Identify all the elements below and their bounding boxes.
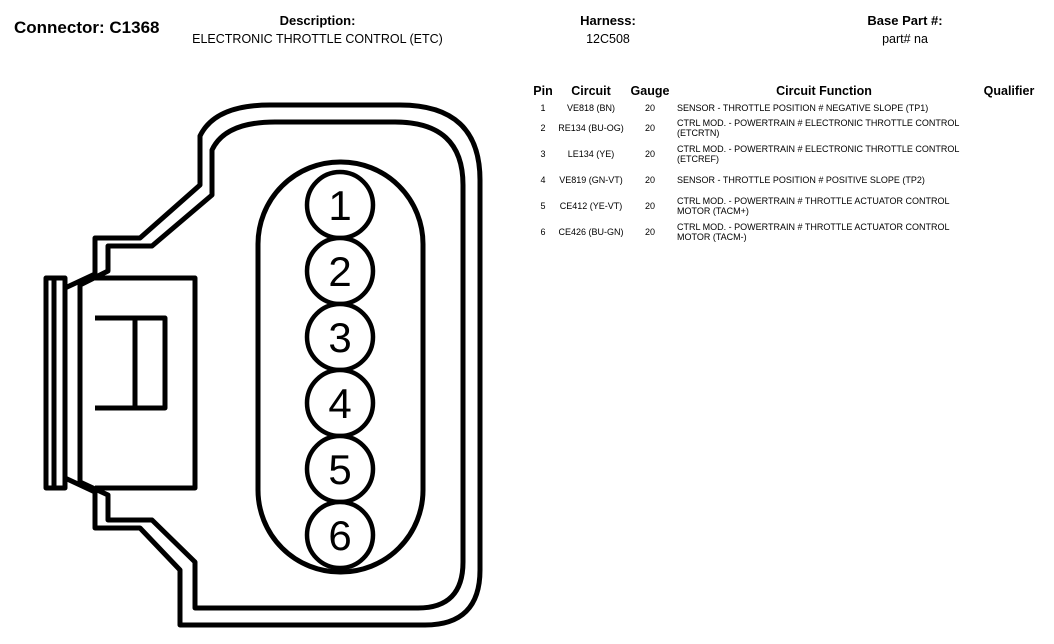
function-cell: CTRL MOD. - POWERTRAIN # THROTTLE ACTUAT… [677, 196, 950, 216]
harness-block: Harness: 12C508 [548, 12, 668, 48]
column-header-pin: Pin [533, 84, 553, 98]
circuit-cell: CE412 (YE-VT) [559, 201, 623, 211]
connector-pin-number: 5 [328, 446, 351, 493]
column-header-qualifier: Qualifier [983, 84, 1035, 98]
base-part-block: Base Part #: part# na [835, 12, 975, 48]
connector-pin-2: 2 [304, 235, 376, 307]
gauge-cell: 20 [644, 201, 655, 211]
connector-housing-inner [77, 119, 466, 611]
pin-cell: 6 [540, 227, 546, 237]
qualifier-cell [974, 167, 1044, 193]
connector-face-diagram: 1 2 3 4 5 6 [43, 102, 483, 628]
connector-pin-number: 1 [328, 182, 351, 229]
description-block: Description: ELECTRONIC THROTTLE CONTROL… [170, 12, 465, 48]
gauge-cell: 20 [644, 149, 655, 159]
gauge-cell: 20 [644, 123, 655, 133]
circuit-cell: VE818 (BN) [566, 102, 616, 113]
qualifier-cell [974, 193, 1044, 219]
pin-cell: 4 [540, 175, 546, 185]
connector-pin-1: 1 [304, 169, 376, 241]
connector-housing-outer [62, 102, 483, 628]
connector-latch-outer [43, 275, 68, 491]
connector-latch-body [95, 275, 198, 491]
connector-pin-3: 3 [304, 301, 376, 373]
pin-table: Pin Circuit Gauge Circuit Function Quali… [530, 82, 1044, 245]
pin-circles: 1 2 3 4 5 6 [304, 169, 376, 571]
table-row: 6 CE426 (BU-GN) 20 CTRL MOD. - POWERTRAI… [530, 219, 1044, 245]
column-header-circuit: Circuit [571, 84, 611, 98]
connector-pin-5: 5 [304, 433, 376, 505]
qualifier-cell [974, 100, 1044, 115]
function-cell: CTRL MOD. - POWERTRAIN # ELECTRONIC THRO… [677, 144, 960, 164]
description-value: ELECTRONIC THROTTLE CONTROL (ETC) [192, 32, 443, 46]
gauge-cell: 20 [644, 175, 655, 185]
pin-cell: 1 [540, 102, 546, 113]
qualifier-cell [974, 219, 1044, 245]
table-header-row: Pin Circuit Gauge Circuit Function Quali… [530, 82, 1044, 100]
description-label: Description: [279, 13, 356, 28]
connector-latch-window [95, 315, 168, 411]
connector-pin-number: 2 [328, 248, 351, 295]
connector-pin-6: 6 [304, 499, 376, 571]
column-header-circuit-function: Circuit Function [776, 84, 872, 98]
pin-cell: 3 [540, 149, 546, 159]
base-part-label: Base Part #: [867, 13, 943, 28]
circuit-cell: VE819 (GN-VT) [559, 175, 623, 185]
gauge-cell: 20 [644, 227, 655, 237]
function-cell: CTRL MOD. - POWERTRAIN # THROTTLE ACTUAT… [677, 222, 950, 242]
harness-label: Harness: [580, 13, 636, 28]
connector-pin-circle [304, 499, 376, 571]
circuit-cell: CE426 (BU-GN) [558, 227, 624, 237]
circuit-cell: RE134 (BU-OG) [558, 123, 624, 133]
table-row: 3 LE134 (YE) 20 CTRL MOD. - POWERTRAIN #… [530, 141, 1044, 167]
table-row: 5 CE412 (YE-VT) 20 CTRL MOD. - POWERTRAI… [530, 193, 1044, 219]
connector-title: Connector: C1368 [14, 18, 160, 37]
column-header-gauge: Gauge [630, 84, 670, 98]
table-row: 4 VE819 (GN-VT) 20 SENSOR - THROTTLE POS… [530, 167, 1044, 193]
qualifier-cell [974, 141, 1044, 167]
gauge-cell: 20 [644, 102, 655, 113]
pin-cell: 2 [540, 123, 546, 133]
base-part-value: part# na [882, 32, 928, 46]
pin-cavity-outline [255, 159, 426, 575]
function-cell: SENSOR - THROTTLE POSITION # NEGATIVE SL… [677, 102, 929, 113]
qualifier-cell [974, 115, 1044, 141]
harness-value: 12C508 [586, 32, 630, 46]
function-cell: SENSOR - THROTTLE POSITION # POSITIVE SL… [677, 175, 925, 185]
circuit-cell: LE134 (YE) [567, 149, 615, 159]
function-cell: CTRL MOD. - POWERTRAIN # ELECTRONIC THRO… [677, 118, 960, 138]
connector-pin-number: 6 [328, 512, 351, 559]
table-row: 2 RE134 (BU-OG) 20 CTRL MOD. - POWERTRAI… [530, 115, 1044, 141]
table-row: 1 VE818 (BN) 20 SENSOR - THROTTLE POSITI… [530, 100, 1044, 115]
connector-pin-4: 4 [304, 367, 376, 439]
connector-pin-number: 3 [328, 314, 351, 361]
connector-pin-number: 4 [328, 380, 351, 427]
pin-cell: 5 [540, 201, 546, 211]
